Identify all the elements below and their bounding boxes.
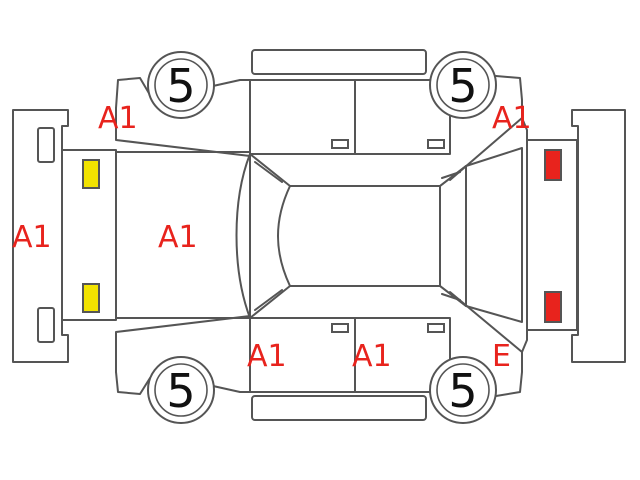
- front-left-lamp: [82, 159, 100, 189]
- tire-front-right-rating: 5: [166, 364, 195, 418]
- rear-right-door-code: A1: [352, 339, 392, 374]
- tire-rear-right-rating: 5: [448, 364, 477, 418]
- hood-code: A1: [158, 220, 198, 255]
- tire-rear-left: 5: [429, 51, 497, 119]
- tire-front-left-rating: 5: [166, 59, 195, 113]
- rear-left-lamp: [544, 149, 562, 181]
- tire-rear-right: 5: [429, 356, 497, 424]
- tire-rear-left-rating: 5: [448, 59, 477, 113]
- front-bumper-code: A1: [12, 220, 52, 255]
- left-side-skirt: [251, 49, 427, 75]
- rear-left-fender-code: A1: [492, 101, 532, 136]
- rear-bumper: [571, 109, 626, 363]
- front-right-door-code: A1: [247, 339, 287, 374]
- front-left-fender-code: A1: [98, 101, 138, 136]
- tire-front-right: 5: [147, 356, 215, 424]
- front-right-lamp: [82, 283, 100, 313]
- front-bumper: [12, 109, 69, 363]
- tire-front-left: 5: [147, 51, 215, 119]
- right-side-skirt: [251, 395, 427, 421]
- rear-right-lamp: [544, 291, 562, 323]
- rear-right-quarter-code: E: [492, 339, 511, 374]
